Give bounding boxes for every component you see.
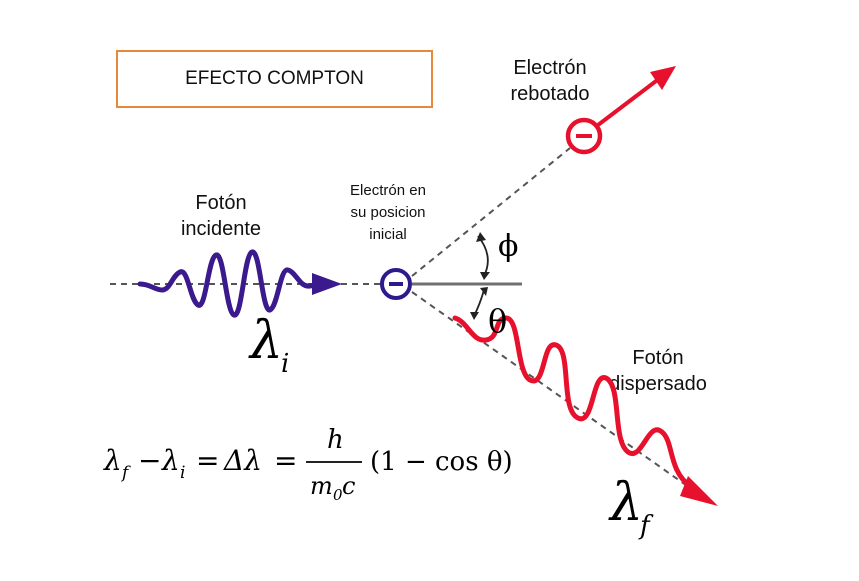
title-box: EFECTO COMPTON <box>116 50 433 108</box>
lambda-f-subscript: f <box>638 511 654 541</box>
phi-arc-arrow-top <box>476 232 486 242</box>
eq-lambda-f: λ <box>103 444 122 477</box>
recoil-electron-label: Electrón rebotado <box>510 57 590 105</box>
scattered-photon-wave <box>452 315 693 489</box>
scattered-arrowhead <box>680 476 718 506</box>
recoil-direction-arrow <box>596 76 662 127</box>
eq-minus: − <box>138 444 161 477</box>
phi-angle-arc <box>477 235 489 277</box>
incident-arrowhead <box>312 273 342 295</box>
eq-denominator-sub: 0 <box>333 486 343 504</box>
eq-sub-i: i <box>180 463 185 483</box>
scattered-photon-label: Fotón dispersado <box>609 347 707 395</box>
eq-equals-2: = <box>274 444 297 477</box>
eq-denominator-c: c <box>342 472 355 500</box>
eq-denominator-m: m <box>310 472 333 500</box>
scattered-path-line <box>411 291 701 496</box>
eq-delta-lambda: Δλ <box>223 444 262 477</box>
compton-equation: λ f − λ i = Δλ = h m 0 c (1 − cos θ) <box>103 425 513 504</box>
theta-arc-arrow-top <box>480 287 488 296</box>
eq-numerator-h: h <box>327 425 344 455</box>
eq-lambda-i: λ <box>161 444 180 477</box>
theta-arc-arrow-bottom <box>470 312 479 320</box>
lambda-i-subscript: i <box>281 349 289 379</box>
electron-initial-label: Electrón en su posicion inicial <box>350 182 426 243</box>
incident-photon-label: Fotón incidente <box>180 192 262 240</box>
phi-symbol: ϕ <box>498 229 518 264</box>
theta-symbol: θ <box>488 302 507 340</box>
eq-equals-1: = <box>196 444 219 477</box>
recoil-arrowhead <box>650 66 676 90</box>
lambda-i-symbol: λ <box>248 311 283 371</box>
eq-factor: (1 − cos θ) <box>370 447 513 477</box>
diagram-title: EFECTO COMPTON <box>185 68 364 89</box>
eq-sub-f: f <box>120 463 131 483</box>
incident-photon-wave <box>137 249 323 318</box>
phi-arc-arrow-bottom <box>480 272 490 280</box>
recoil-path-line <box>411 147 571 277</box>
lambda-f-symbol: λ <box>608 473 643 533</box>
